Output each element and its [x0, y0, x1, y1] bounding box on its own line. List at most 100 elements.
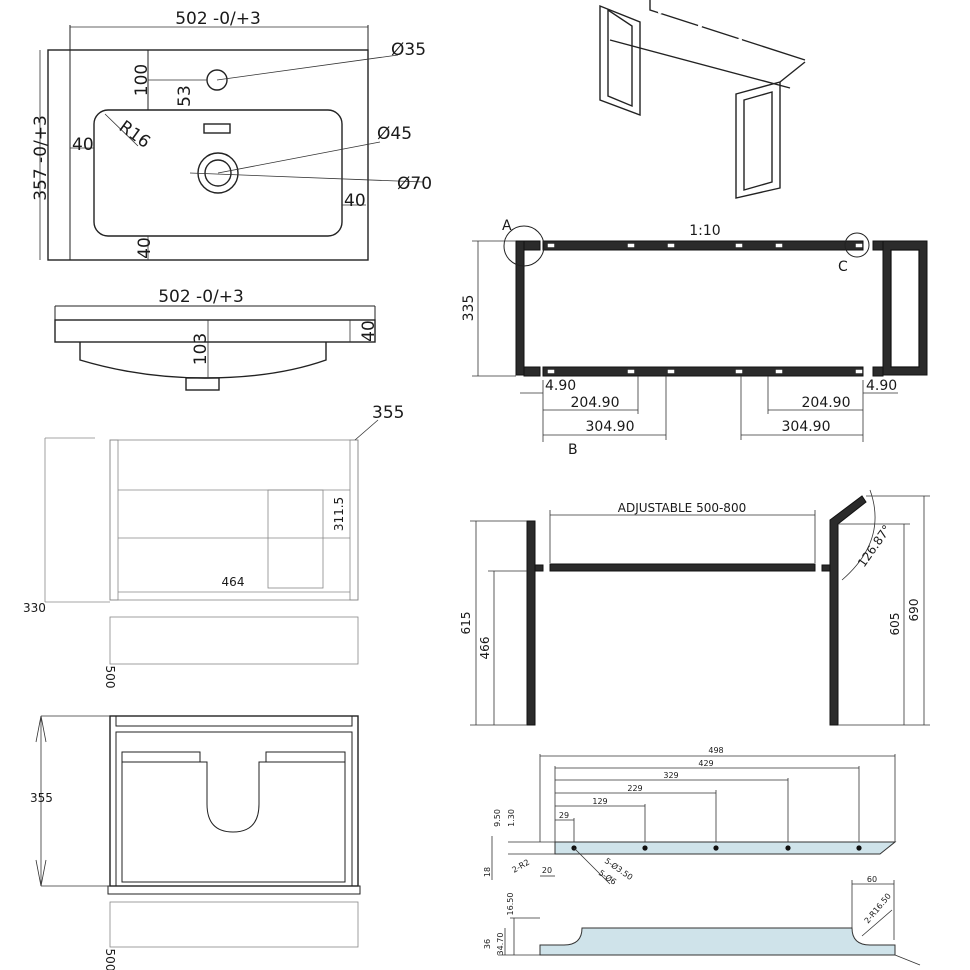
- side-width-dim: 502 -0/+3: [158, 287, 244, 307]
- basin-width-dim: 502 -0/+3: [175, 9, 261, 29]
- frame-inner-width: 464: [222, 575, 245, 589]
- elev-left-rail: 466: [478, 637, 492, 660]
- margin-bottom: 40: [135, 237, 155, 259]
- basin-bowl: [93, 109, 343, 237]
- bracket-d36: 36: [483, 939, 492, 949]
- rail-span-left-2: 304.90: [586, 419, 635, 435]
- rail-plan-scale: 1:10: [689, 223, 720, 239]
- rail-leg-left: [515, 240, 525, 376]
- bracket-hole: [642, 845, 648, 851]
- rail-top: [542, 240, 864, 251]
- bracket-d18: 18: [483, 867, 492, 877]
- bracket-r2: 2-R2: [511, 858, 532, 875]
- elev-right-total: 690: [907, 599, 921, 622]
- frame-top-outline: [109, 715, 359, 887]
- elev-leg-left: [526, 520, 536, 726]
- basin-side-view: 502 -0/+3 103 40: [54, 287, 379, 391]
- rail-span-right-1: 204.90: [802, 395, 851, 411]
- bracket-hole: [785, 845, 791, 851]
- rail-bottom: [542, 366, 864, 377]
- frame-top-label: 355: [372, 403, 404, 423]
- bracket-d950: 9.50: [493, 809, 502, 827]
- rail-slot: [547, 369, 555, 374]
- elev-leg-right: [829, 495, 867, 726]
- rail-slot: [547, 243, 555, 248]
- frame-top-view: 355 500: [30, 715, 361, 970]
- side-rim-dim: 40: [359, 320, 379, 342]
- elev-adjustable: ADJUSTABLE 500-800: [618, 501, 746, 515]
- frame-depth: 500: [103, 666, 117, 689]
- bracket-d1650: 16.50: [506, 893, 515, 916]
- bracket-d229: 229: [627, 784, 642, 793]
- side-depth-dim: 103: [191, 333, 211, 365]
- bracket-d498: 498: [708, 746, 723, 755]
- rail-slot: [775, 243, 783, 248]
- overflow-offset: 100: [132, 64, 152, 96]
- frame-top-base: [109, 901, 359, 948]
- rail-plan-height: 335: [461, 295, 477, 322]
- corner-radius: R16: [115, 117, 154, 153]
- rail-offset-right: 4.90: [866, 378, 897, 394]
- rail-slot: [627, 243, 635, 248]
- rail-slot: [667, 243, 675, 248]
- basin-rim: [54, 319, 376, 343]
- rail-elevation-view: ADJUSTABLE 500-800 126.87° 615 466 605 6…: [459, 489, 930, 726]
- overflow-slot: [203, 123, 231, 134]
- frame-drawer: [267, 489, 324, 589]
- elev-left-total: 615: [459, 612, 473, 635]
- rail-plan-view: 1:10 A C B 335 4.90 4.90 204.90 204.90 3…: [461, 218, 928, 458]
- rail-offset-left: 4.90: [545, 378, 576, 394]
- bracket-d429: 429: [698, 759, 713, 768]
- bracket-elevation: [539, 927, 896, 956]
- frame-inner-depth: 311.5: [332, 497, 346, 531]
- basin-outline: [47, 49, 369, 261]
- elev-right-rail: 605: [888, 613, 902, 636]
- bracket-detail-view: 498 429 329 229 129 29 9.50 1.30 18 20 2…: [483, 746, 921, 966]
- rail-span-right-2: 304.90: [782, 419, 831, 435]
- detail-c-label: C: [838, 259, 848, 275]
- rail-span-left-1: 204.90: [571, 395, 620, 411]
- waste-inner: [204, 159, 232, 187]
- bracket-d130: 1.30: [507, 809, 516, 827]
- tap-hole-dia: Ø35: [391, 40, 426, 60]
- bracket-hole: [713, 845, 719, 851]
- rail-slot: [667, 369, 675, 374]
- frame-cutout: [121, 751, 346, 883]
- detail-c-circle: [844, 232, 870, 258]
- bracket-d20: 20: [542, 866, 552, 875]
- elev-rail: [549, 563, 816, 572]
- bracket-d3470: 34.70: [496, 933, 505, 956]
- bracket-d60: 60: [867, 875, 877, 884]
- elev-angle: 126.87°: [855, 522, 894, 569]
- rail-slot: [855, 243, 863, 248]
- bracket-plan: [554, 841, 897, 855]
- bracket-d129: 129: [592, 797, 607, 806]
- detail-b-label: B: [568, 442, 578, 458]
- detail-a-label: A: [502, 218, 512, 234]
- bracket-d329: 329: [663, 771, 678, 780]
- margin-left: 40: [72, 135, 94, 155]
- frame-outer-height: 330: [23, 601, 46, 615]
- bracket-d29: 29: [559, 811, 569, 820]
- basin-depth-dim: 357 -0/+3: [31, 115, 51, 201]
- rail-slot: [627, 369, 635, 374]
- rail-slot: [735, 369, 743, 374]
- basin-waste: [185, 377, 220, 391]
- basin-top-view: 502 -0/+3 357 -0/+3 Ø35 100 53 R16 40 40…: [31, 9, 432, 261]
- margin-right: 40: [344, 191, 366, 211]
- bracket-hole: [856, 845, 862, 851]
- frame-top-height: 355: [30, 791, 53, 805]
- frame-top-depth: 500: [103, 949, 117, 970]
- waste-dia-outer: Ø70: [397, 174, 432, 194]
- frame-side-base: [109, 616, 359, 665]
- detail-a-circle: [503, 225, 545, 267]
- waste-dia-inner: Ø45: [377, 124, 412, 144]
- frame-side-view: 355 311.5 464 330 500: [23, 403, 404, 688]
- bracket-r1650: 2-R16.50: [863, 892, 893, 926]
- frame-isometric: [599, 0, 806, 199]
- rail-slot: [735, 243, 743, 248]
- rail-slot: [855, 369, 863, 374]
- rail-slot: [775, 369, 783, 374]
- tap-offset: 53: [175, 85, 195, 107]
